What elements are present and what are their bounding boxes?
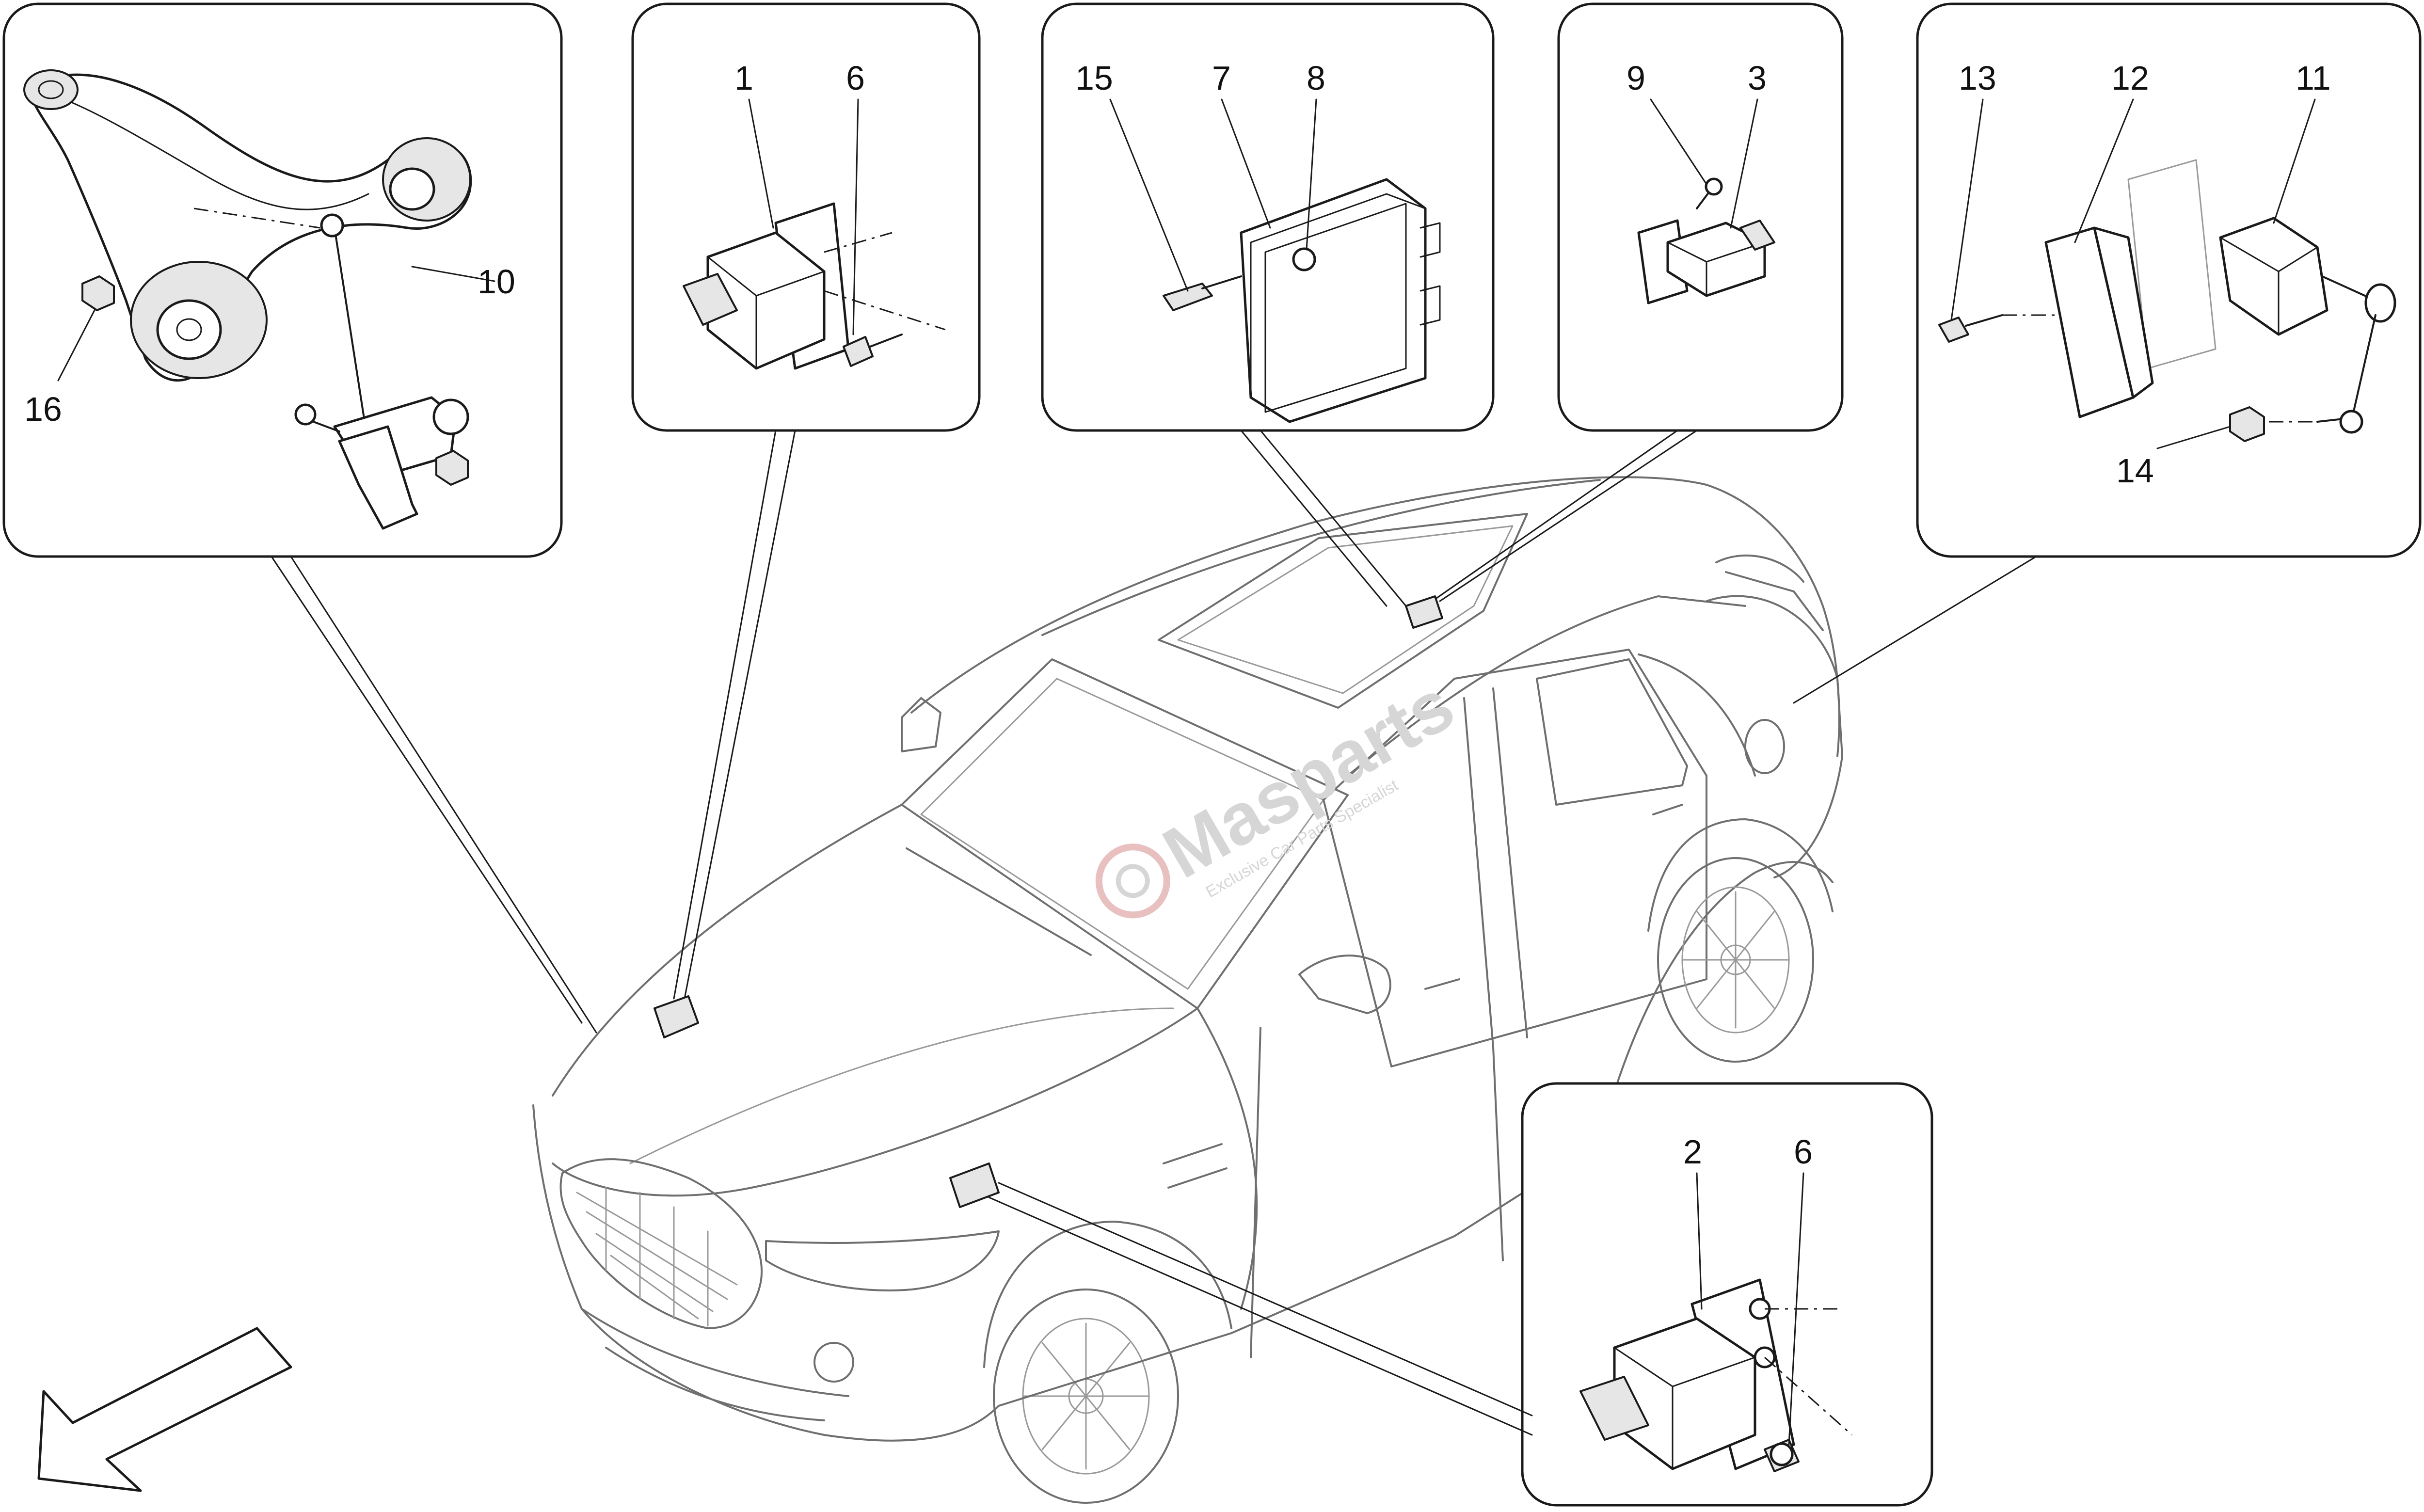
sensor-marker-front-left [654, 995, 699, 1038]
location-leaders [271, 430, 2037, 1436]
vehicle-outline [532, 476, 1843, 1504]
panel-front-sensor: 1 6 [631, 2, 981, 432]
callout-9: 9 [1627, 59, 1645, 97]
callout-8: 8 [1307, 59, 1325, 97]
callout-12: 12 [2111, 59, 2149, 97]
watermark-logo-icon [1095, 844, 1170, 919]
panel-frame [1916, 2, 2422, 558]
callout-3: 3 [1748, 59, 1767, 97]
callout-14: 14 [2116, 452, 2154, 490]
watermark: Masparts Exclusive Car Parts Specialist [1095, 664, 1467, 919]
panel-frame [1557, 2, 1844, 432]
callout-15: 15 [1075, 59, 1113, 97]
panel-upper-arm-sensor: 10 16 [2, 2, 563, 558]
callout-13: 13 [1959, 59, 1996, 97]
callout-11: 11 [2296, 59, 2331, 97]
callout-16: 16 [24, 390, 62, 428]
panel-control-unit: 15 7 8 [1041, 2, 1495, 432]
sensor-locations [654, 595, 1443, 1208]
callout-6: 6 [846, 59, 865, 97]
callout-10: 10 [478, 263, 515, 301]
front-direction-arrow [37, 1327, 292, 1492]
panel-side-sensor: 2 6 [1521, 1082, 1933, 1507]
callout-7: 7 [1212, 59, 1231, 97]
callout-2: 2 [1683, 1133, 1702, 1171]
callout-6-lower: 6 [1794, 1133, 1813, 1171]
callout-1: 1 [734, 59, 753, 97]
watermark-brand: Masparts [1150, 664, 1467, 894]
sensor-marker-front-right [949, 1162, 1000, 1208]
sensor-marker-roof [1405, 595, 1443, 629]
panel-rear-sensor: 13 12 11 14 [1916, 2, 2422, 558]
panel-roof-sensor: 9 3 [1557, 2, 1844, 432]
